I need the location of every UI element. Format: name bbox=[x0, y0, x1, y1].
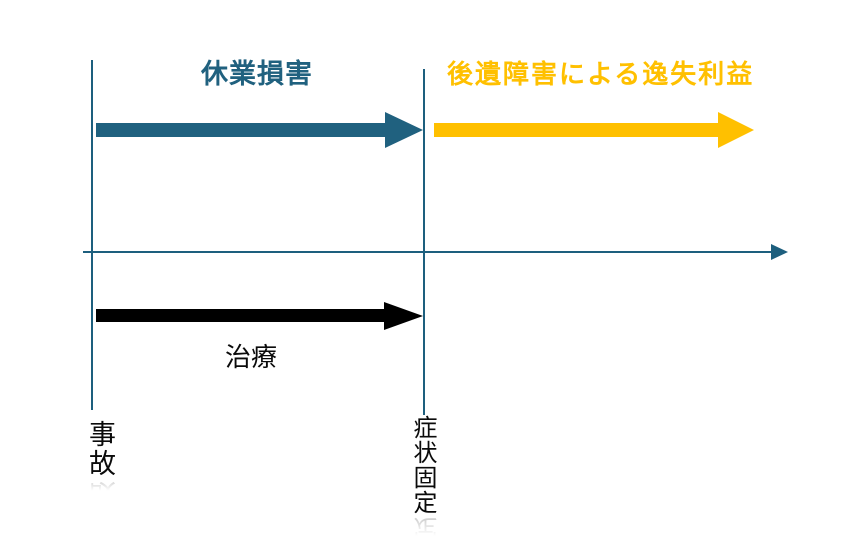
treatment-arrow-body bbox=[96, 309, 384, 322]
lost-future-profit-arrow-body bbox=[434, 123, 718, 137]
accident-event-label: 事故 bbox=[84, 420, 115, 478]
symptom-fixation-event-label: 症状固定 bbox=[409, 415, 437, 515]
treatment-arrow-head bbox=[384, 302, 423, 330]
lost-future-profit-title: 後遺障害による逸失利益 bbox=[447, 60, 755, 90]
lost-work-damages-title: 休業損害 bbox=[201, 59, 313, 90]
lost-future-profit-arrow-head bbox=[718, 112, 754, 148]
time-axis-line bbox=[83, 251, 772, 253]
accident-event-line bbox=[91, 60, 93, 410]
time-axis-arrowhead-icon bbox=[771, 244, 788, 260]
lost-work-damages-arrow-body bbox=[96, 123, 385, 137]
lost-work-damages-arrow-head bbox=[385, 112, 423, 148]
treatment-label: 治療 bbox=[225, 343, 278, 373]
symptom-fixation-event-line bbox=[423, 69, 425, 415]
